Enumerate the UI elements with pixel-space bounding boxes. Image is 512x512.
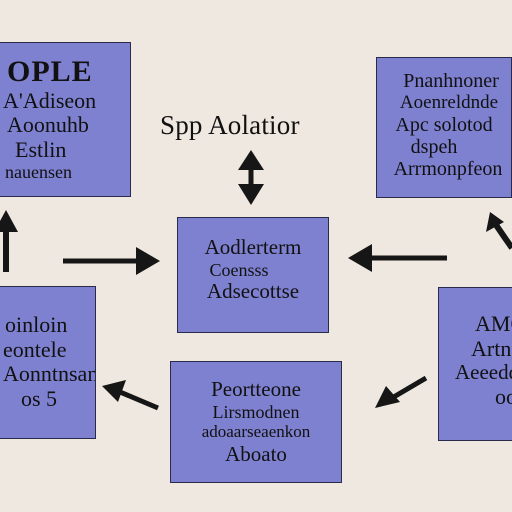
box-bottom-left-line: eontele <box>3 336 67 362</box>
box-top-right: Pnanhnoner Aoenreldnde Apc solotod dspeh… <box>376 57 512 198</box>
box-bottom-right-line: Artn <box>471 335 512 361</box>
box-top-left-line: nauensen <box>5 162 72 183</box>
box-bottom-center: Peortteone Lirsmodnen adoaarseaenkon Abo… <box>170 361 342 483</box>
arrow-to-bottom-left <box>102 380 159 411</box>
arrow-to-bottom-center <box>375 375 428 408</box>
box-bottom-left-line: Aonntnsan <box>3 361 96 387</box>
arrow-up-left <box>0 210 18 272</box>
box-bottom-right: AMON Artn Aeeeddfoa oofal <box>438 287 512 441</box>
box-top-right-line: dspeh <box>410 136 458 159</box>
box-top-left: OPLE A'Adiseon Aoonuhb Estlin nauensen <box>0 42 131 197</box>
box-bottom-left-line: os 5 <box>21 385 58 411</box>
box-top-right-line: Apc solotod <box>395 113 493 136</box>
box-top-right-line: Arrmonpfeon <box>393 158 503 181</box>
box-bottom-left-line: oinloin <box>5 312 68 337</box>
box-top-left-heading: OPLE <box>7 55 93 88</box>
box-top-right-line: Aoenreldnde <box>399 92 499 114</box>
box-top-left-line: A'Adiseon <box>3 87 97 113</box>
box-bottom-center-line: Lirsmodnen <box>212 401 300 422</box>
box-center-line: Coensss <box>209 259 269 280</box>
box-bottom-right-line: AMON <box>475 311 512 336</box>
box-bottom-center-line: Aboato <box>225 441 287 466</box>
box-bottom-center-line: adoaarseaenkon <box>201 421 311 441</box>
double-vertical-arrow <box>238 150 264 205</box>
box-center: Aodlerterm Coensss Adsecottse <box>177 217 329 333</box>
box-bottom-center-line: Peortteone <box>211 377 301 401</box>
diagram-title: Spp Aolatior <box>160 110 300 140</box>
box-center-line: Aodlerterm <box>204 235 302 259</box>
box-top-left-line: Estlin <box>15 136 67 162</box>
box-bottom-right-line: Aeeeddfoa <box>455 360 512 385</box>
arrow-left <box>348 244 447 272</box>
arrow-right <box>63 247 160 275</box>
box-top-left-line: Aoonuhb <box>7 112 89 138</box>
box-bottom-right-line: oofal <box>495 383 512 409</box>
box-bottom-left: oinloin eontele Aonntnsan os 5 <box>0 286 96 439</box>
box-top-right-line: Pnanhnoner <box>403 70 499 92</box>
box-center-line: Adsecottse <box>206 278 300 303</box>
arrow-curved-right <box>486 212 512 250</box>
